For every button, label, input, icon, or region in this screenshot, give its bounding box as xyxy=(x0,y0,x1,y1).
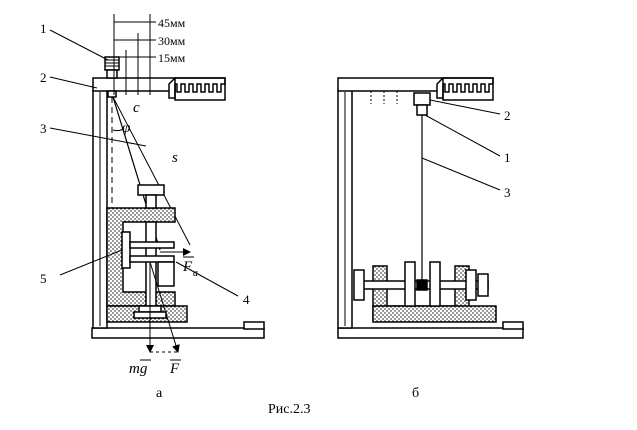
leader-3-a xyxy=(49,127,147,147)
upper-knob-a xyxy=(137,184,165,196)
figure-caption: Рис.2.3 xyxy=(268,402,311,417)
leader-5-a xyxy=(59,249,123,276)
svg-text:F: F xyxy=(182,259,193,275)
symbol-fa: F a xyxy=(182,256,198,279)
vector-f xyxy=(149,261,180,353)
dim-30-label: 30мм xyxy=(158,34,186,48)
label-2-b: 2 xyxy=(504,108,511,123)
leader-1-b xyxy=(424,114,501,157)
leader-2-a xyxy=(49,76,98,89)
leader-3-b xyxy=(421,157,501,191)
label-1-b: 1 xyxy=(504,150,511,165)
disk-inner-right-b xyxy=(429,261,441,307)
base-plate-a xyxy=(91,327,265,339)
comb-scale-a xyxy=(168,77,226,99)
top-beam-b xyxy=(337,77,444,92)
label-2-a: 2 xyxy=(40,70,47,85)
dim-45-label: 45мм xyxy=(158,16,186,30)
svg-text:a: a xyxy=(193,268,198,279)
disk-outer-left-b xyxy=(353,269,365,301)
svg-text:mg: mg xyxy=(129,361,148,377)
symbol-phi: φ xyxy=(122,120,130,136)
top-beam-a xyxy=(92,77,176,92)
leader-1-a xyxy=(49,29,109,61)
disk-outer-right-b xyxy=(465,269,477,301)
comb-scale-b xyxy=(436,77,494,99)
disk-left-a xyxy=(121,231,131,269)
symbol-c: c xyxy=(133,100,140,116)
svg-text:F: F xyxy=(169,361,180,377)
panel-b-label: б xyxy=(412,386,419,401)
holder-b xyxy=(413,92,431,106)
base-plate-b xyxy=(337,327,524,339)
disk-inner-left-b xyxy=(404,261,416,307)
symbol-mg: mg xyxy=(129,359,151,377)
leader-2-b xyxy=(429,99,501,115)
panel-a-apparatus xyxy=(49,14,265,353)
leader-4-a xyxy=(175,261,239,297)
panel-a-label: а xyxy=(156,386,163,401)
label-5-a: 5 xyxy=(40,271,47,286)
thread-s-a xyxy=(112,96,191,246)
dim-15-label: 15мм xyxy=(158,51,186,65)
panel-b-apparatus xyxy=(337,77,524,339)
label-4-a: 4 xyxy=(243,292,250,307)
label-3-a: 3 xyxy=(40,121,47,136)
label-3-b: 3 xyxy=(504,185,511,200)
symbol-s: s xyxy=(172,150,178,166)
label-1-a: 1 xyxy=(40,21,47,36)
symbol-f: F xyxy=(169,359,181,377)
